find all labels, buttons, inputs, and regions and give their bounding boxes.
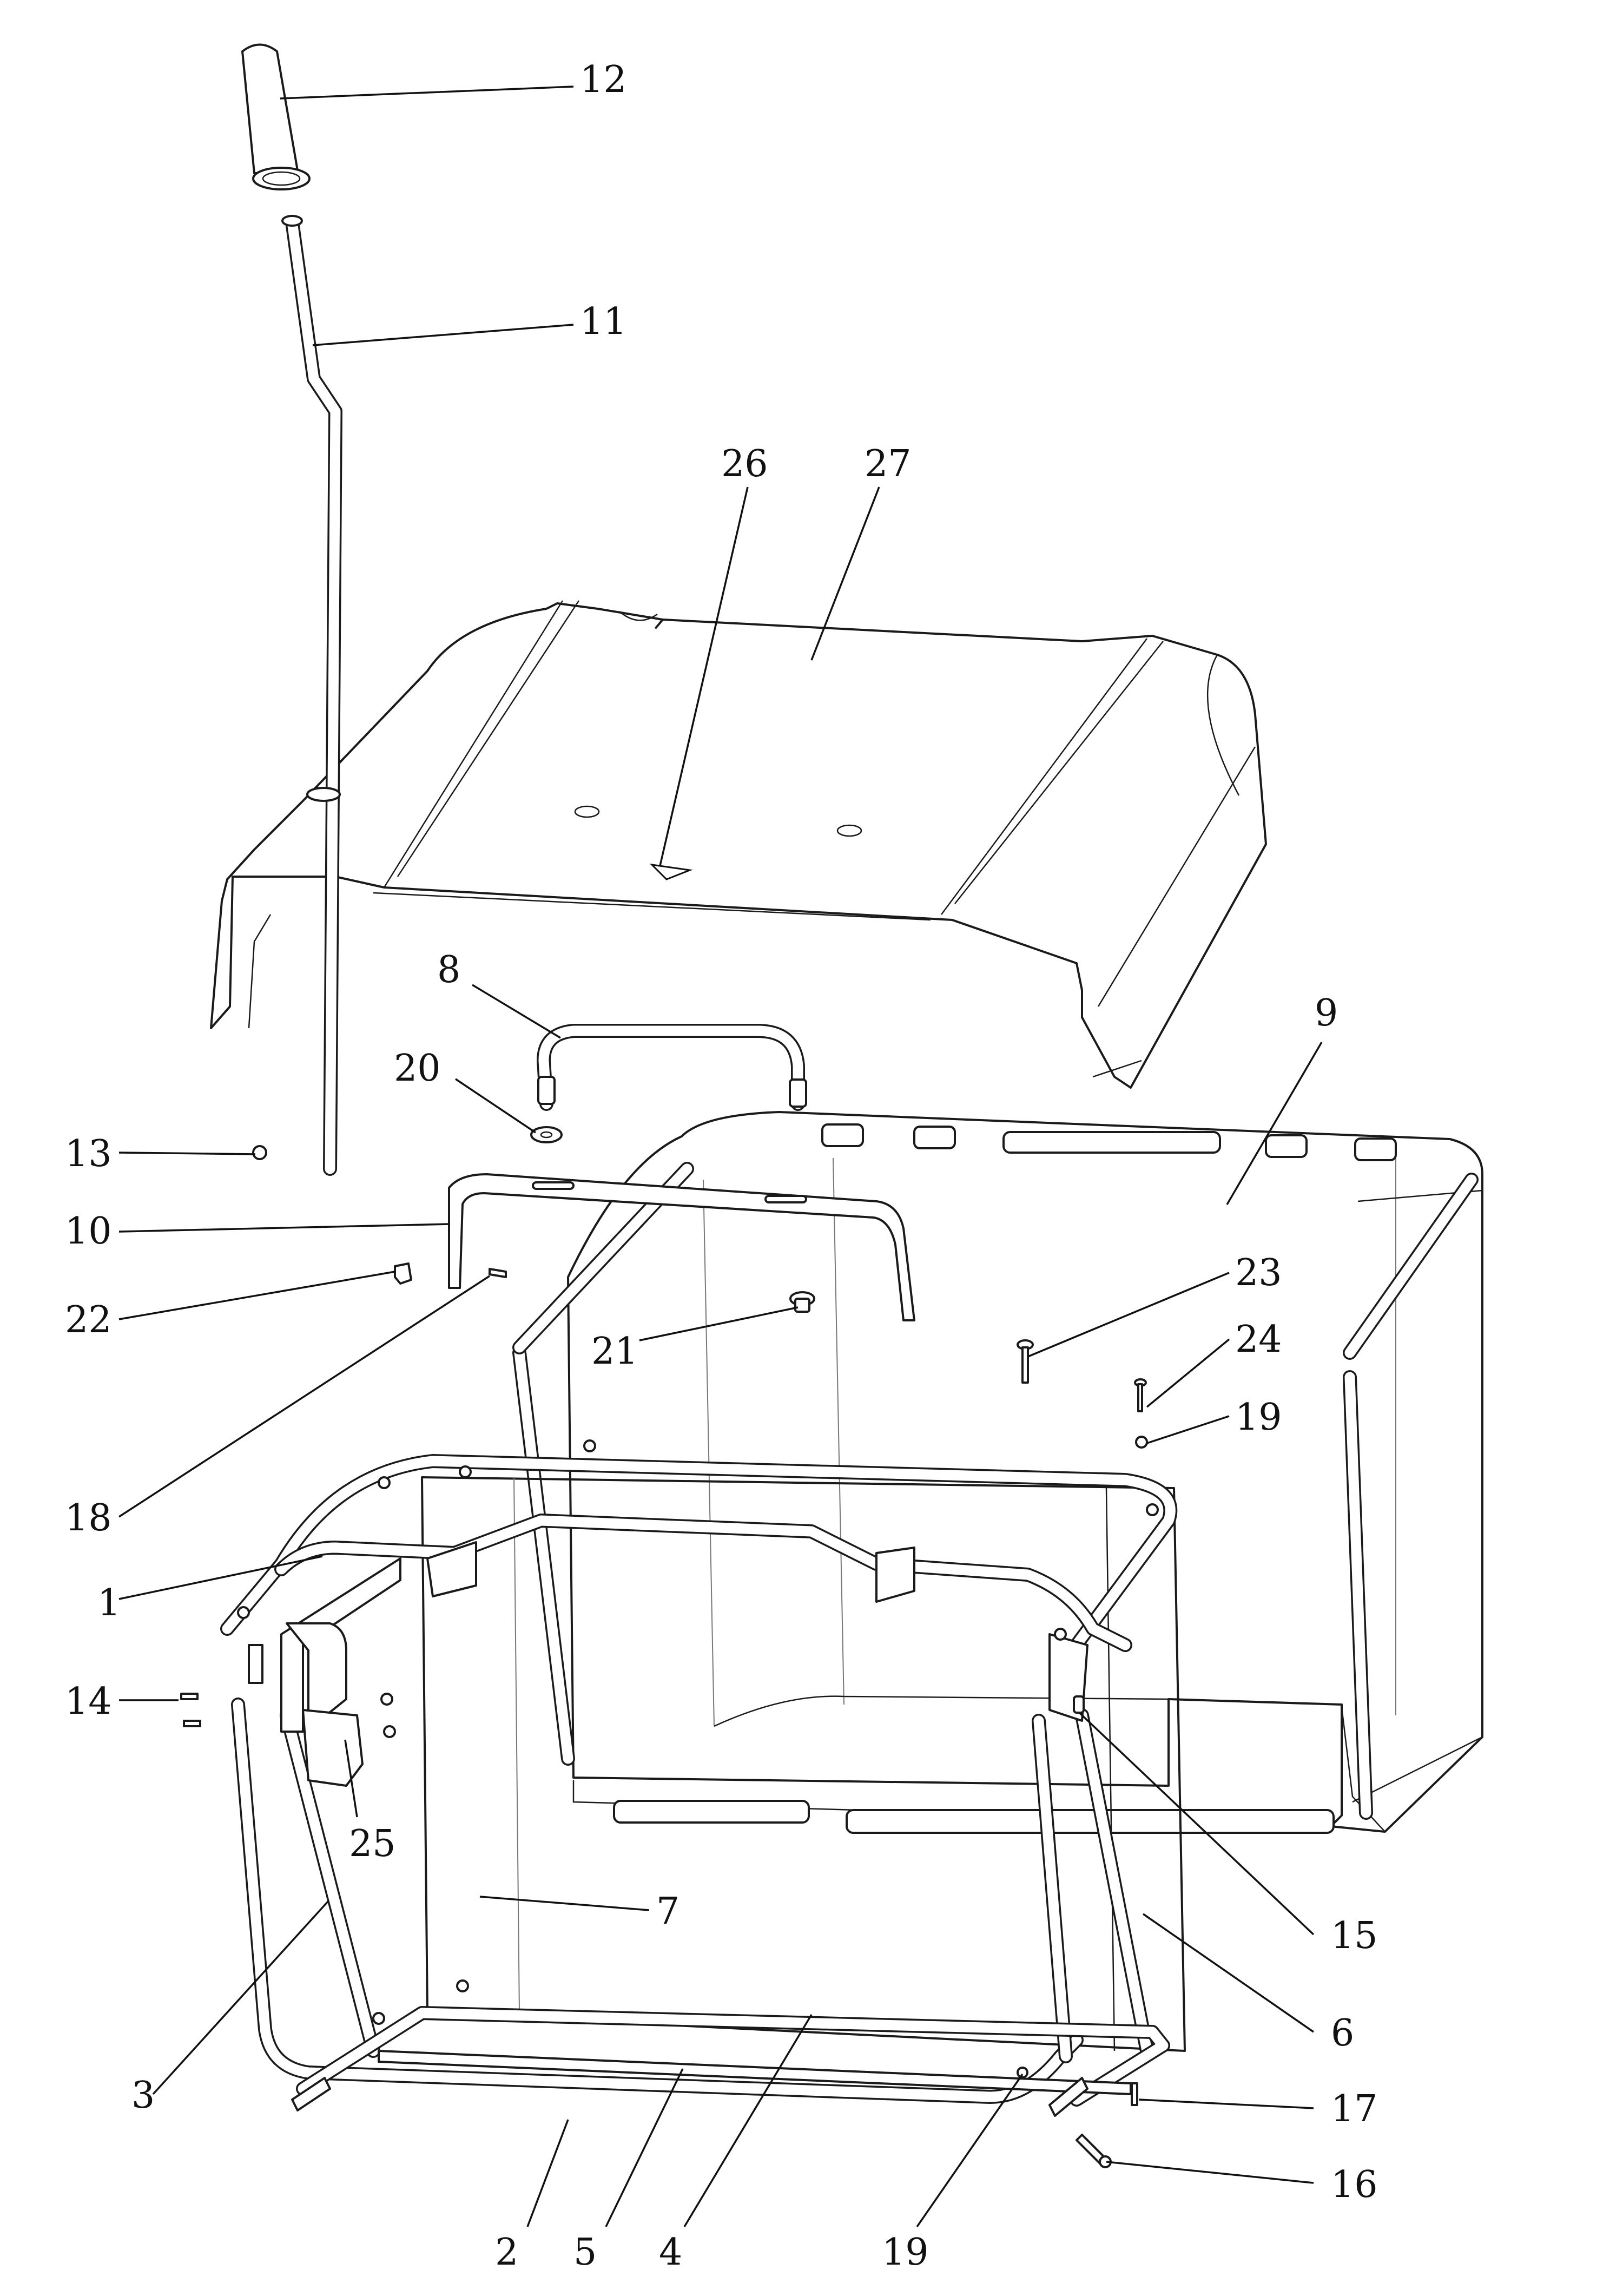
callout-2: 2	[495, 2231, 518, 2274]
front-panel	[421, 1476, 1186, 2052]
callout-25: 25	[349, 1823, 396, 1865]
callout-14: 14	[65, 1680, 112, 1723]
cover-lid	[210, 600, 1267, 1089]
callout-8: 8	[437, 949, 460, 991]
callout-13: 13	[65, 1133, 112, 1175]
callout-4: 4	[659, 2231, 682, 2274]
callout-leaders	[118, 85, 1323, 2227]
callout-21: 21	[591, 1330, 638, 1373]
callout-17: 17	[1331, 2088, 1378, 2130]
callout-11: 11	[580, 300, 627, 343]
callout-26: 26	[721, 443, 768, 485]
grip	[241, 43, 311, 190]
fasteners	[180, 1126, 1159, 2168]
top-handle	[537, 1024, 807, 1111]
callout-9: 9	[1315, 992, 1338, 1035]
callout-15: 15	[1331, 1915, 1378, 1957]
callout-1: 1	[97, 1582, 121, 1624]
callout-10: 10	[65, 1210, 112, 1253]
callout-12: 12	[580, 58, 627, 101]
callout-16: 16	[1331, 2163, 1378, 2206]
callout-22: 22	[65, 1299, 112, 1341]
callout-labels: 12 11 26 27 8 9 20 13 10 23 24 22 21 19 …	[65, 58, 1378, 2274]
arrow-decal	[649, 863, 693, 880]
callout-18: 18	[65, 1497, 112, 1540]
callout-20: 20	[394, 1047, 441, 1090]
callout-24: 24	[1235, 1318, 1282, 1361]
callout-3: 3	[131, 2074, 155, 2117]
callout-5: 5	[573, 2231, 597, 2274]
cross-bracket	[448, 1173, 915, 1321]
callout-27: 27	[865, 443, 912, 485]
callout-19: 19	[1235, 1396, 1282, 1439]
main-frame	[220, 1454, 1178, 2117]
callout-19b: 19	[882, 2231, 929, 2274]
callout-23: 23	[1235, 1252, 1282, 1294]
callout-6: 6	[1331, 2012, 1354, 2055]
callout-7: 7	[656, 1890, 679, 1933]
handle-tube	[281, 215, 342, 1176]
